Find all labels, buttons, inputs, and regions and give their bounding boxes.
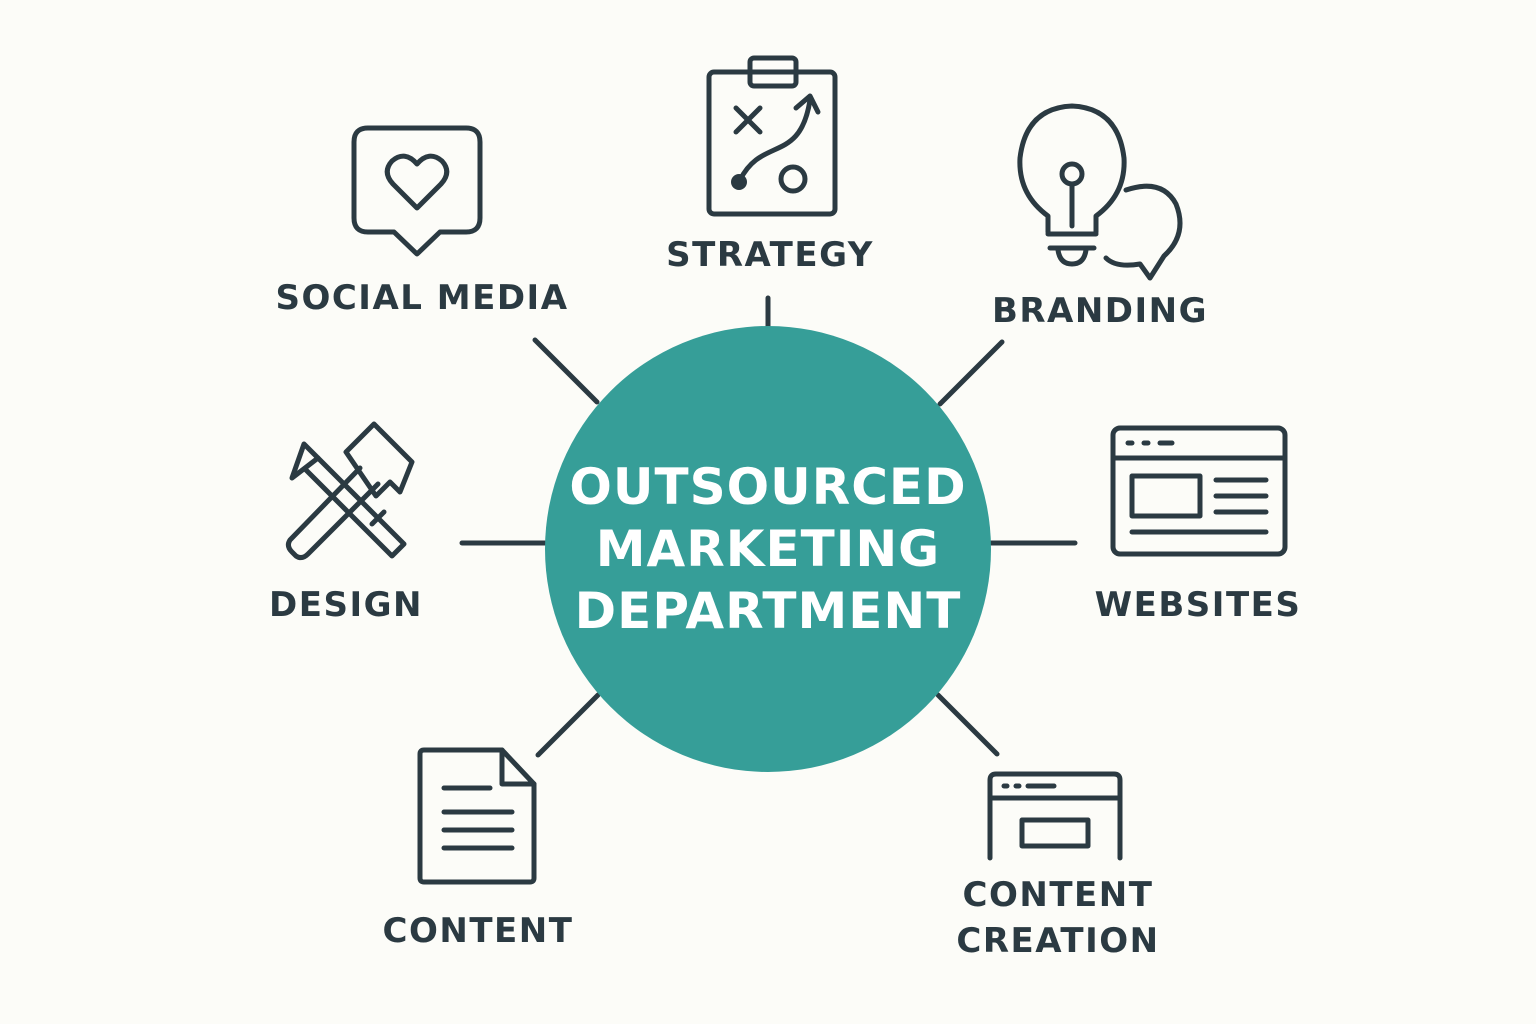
label-branding: BRANDING (991, 291, 1209, 331)
label-strategy: STRATEGY (666, 235, 874, 275)
spoke-content-creation (935, 692, 1000, 757)
spoke-content (535, 692, 601, 758)
hub-title-line-3: DEPARTMENT (574, 582, 962, 640)
label-content-creation-line-2: CREATION (956, 921, 1160, 961)
label-websites: WEBSITES (1094, 585, 1302, 625)
browser-window-icon (1110, 425, 1288, 557)
document-icon (417, 747, 537, 885)
hub-circle: OUTSOURCED MARKETING DEPARTMENT (545, 326, 991, 772)
heart-speech-bubble-icon (351, 125, 483, 257)
label-design: DESIGN (269, 585, 423, 625)
hub-title-line-2: MARKETING (595, 520, 941, 578)
lightbulb-chat-icon (1017, 103, 1183, 281)
hub-title: OUTSOURCED MARKETING DEPARTMENT (569, 456, 966, 642)
strategy-clipboard-icon (706, 55, 838, 217)
label-content-creation-line-1: CONTENT (962, 875, 1154, 915)
spoke-social-media (532, 337, 600, 405)
browser-layout-icon (987, 771, 1123, 861)
pencil-hammer-icon (285, 421, 415, 561)
label-content-creation: CONTENT CREATION (956, 872, 1159, 964)
spoke-branding (937, 339, 1005, 407)
label-social-media: SOCIAL MEDIA (275, 278, 569, 318)
hub-title-line-1: OUTSOURCED (569, 458, 967, 516)
label-content: CONTENT (382, 911, 574, 951)
